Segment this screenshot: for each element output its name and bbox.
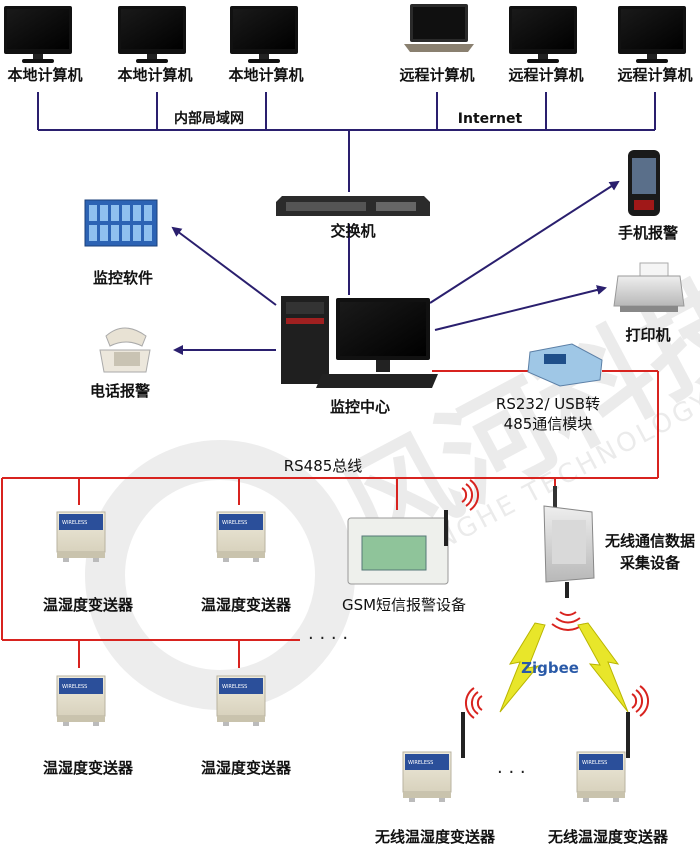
software-panel-cell [144, 205, 152, 221]
monitoring-center-label: 监控中心 [330, 398, 390, 416]
ellipsis-wireless: · · · [497, 762, 526, 783]
mobile-alarm-label: 手机报警 [618, 224, 678, 242]
software-panel-cell [133, 205, 141, 221]
local-computer-label-2: 本地计算机 [117, 66, 192, 84]
switch-label: 交换机 [330, 222, 375, 240]
transmitter-device-1: WIRELESS [56, 511, 106, 563]
transmitter-device-2: WIRELESS [216, 511, 266, 563]
transmitter-label-2: 温湿度变送器 [201, 596, 292, 614]
software-panel-cell [100, 225, 108, 241]
wireless-transmitter-device-1: WIRELESS [402, 687, 483, 803]
ellipsis-bus: · · · · [308, 628, 348, 649]
converter-label-line1: RS232/ USB转 [496, 395, 600, 413]
converter-module [527, 343, 603, 387]
gsm-device-label: GSM短信报警设备 [342, 596, 466, 614]
local-computer-2 [118, 6, 186, 63]
converter-label-line2: 485通信模块 [504, 415, 593, 433]
software-panel-cell [133, 225, 141, 241]
remote-computer-2 [509, 6, 577, 63]
lan-label: 内部局域网 [174, 110, 244, 127]
transmitter-label-4: 温湿度变送器 [201, 759, 292, 777]
remote-computer-3 [618, 6, 686, 63]
telephone-icon [99, 327, 151, 373]
monitoring-software-screen [84, 199, 158, 247]
gsm-alarm-device [347, 479, 480, 585]
software-panel-cell [144, 225, 152, 241]
software-panel-cell [89, 205, 97, 221]
local-computer-label-3: 本地计算机 [228, 66, 303, 84]
switch-device [276, 196, 430, 216]
monitoring-software-label: 监控软件 [93, 269, 153, 287]
software-panel-cell [111, 205, 119, 221]
local-computer-3 [230, 6, 298, 63]
wireless-transmitter-label-2: 无线温湿度变送器 [547, 828, 669, 846]
svg-text:WIRELESS: WIRELESS [222, 520, 247, 526]
wireless-collector-label-line1: 无线通信数据 [604, 532, 695, 550]
printer-label: 打印机 [625, 326, 670, 344]
phone-alarm-label: 电话报警 [90, 382, 150, 400]
software-panel-cell [122, 205, 130, 221]
remote-computer-label-3: 远程计算机 [617, 66, 692, 84]
rs485-bus-label: RS485总线 [284, 457, 363, 475]
svg-text:WIRELESS: WIRELESS [222, 684, 247, 690]
printer-icon [613, 262, 685, 312]
zigbee-link-right [577, 622, 629, 713]
software-panel-cell [122, 225, 130, 241]
remote-laptop [404, 4, 474, 52]
svg-text:WIRELESS: WIRELESS [582, 760, 607, 766]
software-panel-cell [111, 225, 119, 241]
rs485-bus-lines [1, 370, 659, 668]
remote-computer-label-1: 远程计算机 [399, 66, 474, 84]
transmitter-device-3: WIRELESS [56, 675, 106, 727]
internet-label: Internet [458, 111, 523, 127]
svg-text:WIRELESS: WIRELESS [408, 760, 433, 766]
local-computer-1 [4, 6, 72, 63]
wireless-transmitter-label-1: 无线温湿度变送器 [374, 828, 496, 846]
wireless-collector-label-line2: 采集设备 [619, 554, 681, 572]
transmitter-label-1: 温湿度变送器 [43, 596, 134, 614]
wireless-transmitter-device-2: WIRELESS [576, 685, 650, 803]
svg-text:WIRELESS: WIRELESS [62, 684, 87, 690]
transmitter-label-3: 温湿度变送器 [43, 759, 134, 777]
zigbee-link-left [499, 622, 546, 713]
transmitter-device-4: WIRELESS [216, 675, 266, 727]
mobile-phone-icon [628, 150, 660, 216]
network-lines [37, 92, 656, 355]
software-panel-cell [89, 225, 97, 241]
svg-text:WIRELESS: WIRELESS [62, 520, 87, 526]
zigbee-label: Zigbee [521, 659, 579, 677]
wireless-collector-device [543, 486, 595, 598]
local-computer-label-1: 本地计算机 [7, 66, 82, 84]
monitoring-center-computer [281, 296, 438, 388]
remote-computer-label-2: 远程计算机 [508, 66, 583, 84]
software-panel-cell [100, 205, 108, 221]
